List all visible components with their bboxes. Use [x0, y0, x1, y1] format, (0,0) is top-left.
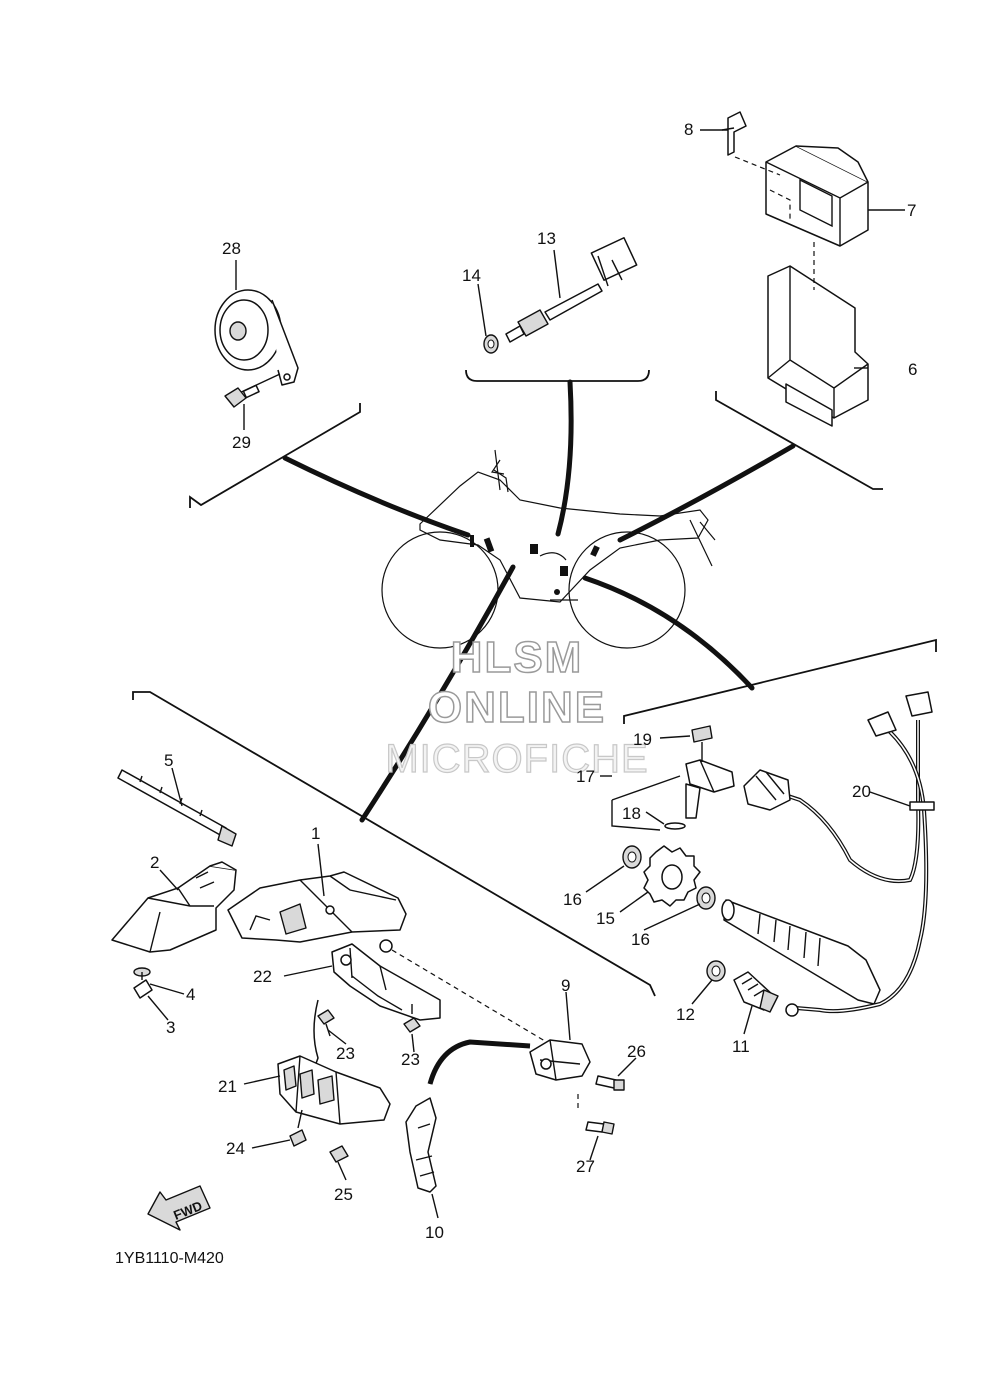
motorcycle-outline [381, 449, 716, 649]
callout-16-upper: 16 [563, 890, 582, 909]
callout-4: 4 [186, 985, 195, 1004]
bolt-26-part [595, 1075, 625, 1091]
callout-24: 24 [226, 1139, 245, 1158]
callout-13: 13 [537, 229, 556, 248]
callout-26: 26 [627, 1042, 646, 1061]
sensor-screw-part [691, 725, 713, 762]
ignition-cover-part [227, 871, 407, 943]
callout-23-left: 23 [336, 1044, 355, 1063]
right-side-leader [582, 575, 755, 691]
bracket-dash-line [391, 949, 561, 1051]
callout-5: 5 [164, 751, 173, 770]
leader-lines [147, 129, 911, 1219]
sensor-leader [555, 379, 574, 537]
washer-16-upper-part [622, 845, 642, 869]
callout-10: 10 [425, 1223, 444, 1242]
callout-14: 14 [462, 266, 481, 285]
nut-25-part [329, 1145, 349, 1163]
speed-sensor-part [685, 759, 735, 819]
callout-23-right: 23 [401, 1050, 420, 1069]
callout-18: 18 [622, 804, 641, 823]
fwd-arrow-icon: FWD [147, 1185, 211, 1231]
callout-2: 2 [150, 853, 159, 872]
horn-group-frame [189, 403, 361, 508]
callout-25: 25 [334, 1185, 353, 1204]
watermark-line-3: MICROFICHE [385, 737, 648, 781]
callout-17: 17 [576, 767, 595, 786]
horn-leader [282, 455, 471, 538]
sensor-bracket-line [611, 775, 681, 831]
callout-19: 19 [633, 730, 652, 749]
callout-8: 8 [684, 120, 693, 139]
callout-22: 22 [253, 967, 272, 986]
left-side-leader [359, 564, 516, 823]
switch-part [733, 971, 779, 1013]
shaft-part [721, 899, 881, 1005]
callout-9: 9 [561, 976, 570, 995]
bolt-23-right-part [403, 1004, 421, 1033]
left-side-group-frame [132, 691, 656, 997]
sensor-group-frame [465, 369, 650, 382]
callout-27: 27 [576, 1157, 595, 1176]
watermark-line-2: ONLINE [428, 683, 606, 732]
callout-28: 28 [222, 239, 241, 258]
ignition-coil-part [277, 1055, 391, 1125]
plug-cap-part [405, 1097, 437, 1193]
sensor-washer-part [483, 334, 499, 354]
sensor-part [505, 237, 638, 343]
cable-tie-part [117, 769, 237, 847]
callout-11: 11 [732, 1037, 750, 1056]
callout-12: 12 [676, 1005, 695, 1024]
horn-bolt-part [224, 373, 281, 408]
clip-part [721, 111, 747, 156]
diagram-code: 1YB1110-M420 [115, 1250, 224, 1267]
washer-16-lower-part [696, 886, 716, 910]
callout-20: 20 [852, 782, 871, 801]
right-side-group-frame [623, 638, 937, 724]
cover-part [111, 861, 237, 953]
screw-part [133, 967, 153, 999]
callout-16-lower: 16 [631, 930, 650, 949]
ecu-leader [617, 443, 796, 543]
bracket-part [765, 145, 869, 247]
horn-part [214, 289, 299, 386]
ecu-part [767, 265, 869, 427]
gear-part [643, 845, 701, 907]
callout-6: 6 [908, 360, 917, 379]
callout-21: 21 [218, 1077, 237, 1096]
callout-15: 15 [596, 909, 615, 928]
callout-3: 3 [166, 1018, 175, 1037]
watermark-line-1: HLSM [451, 633, 584, 682]
bolt-24-part [289, 1109, 307, 1147]
bracket-dash [734, 156, 791, 222]
bolt-27-part [585, 1121, 615, 1135]
o-ring-part [664, 822, 686, 830]
washer-12-part [706, 960, 726, 982]
coil-9-part [529, 1039, 591, 1081]
callout-1: 1 [311, 824, 320, 843]
callout-7: 7 [907, 201, 916, 220]
wire-harness-part [743, 691, 935, 1017]
plug-lead-part [427, 1039, 531, 1085]
callout-29: 29 [232, 433, 251, 452]
